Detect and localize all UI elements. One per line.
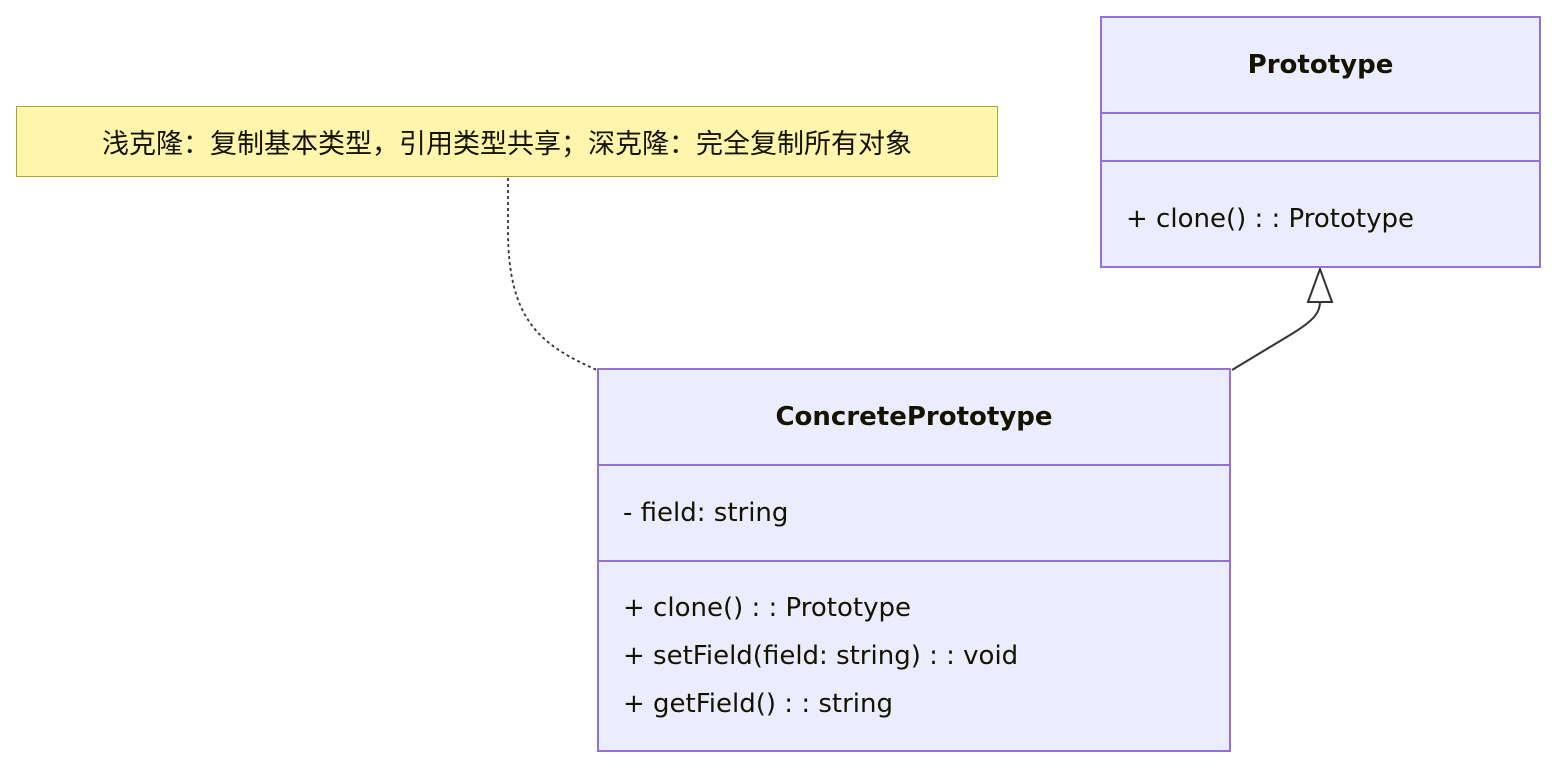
class-prototype: Prototype + clone() : : Prototype xyxy=(1100,16,1541,268)
class-title: Prototype xyxy=(1102,18,1539,114)
method-clone: + clone() : : Prototype xyxy=(623,593,911,623)
note: 浅克隆：复制基本类型，引用类型共享；深克隆：完全复制所有对象 xyxy=(16,106,998,177)
inheritance-edge xyxy=(1231,301,1321,371)
class-title: ConcretePrototype xyxy=(599,370,1229,466)
method-clone: + clone() : : Prototype xyxy=(1126,204,1414,234)
class-methods: + clone() : : Prototype + setField(field… xyxy=(599,562,1229,750)
class-concrete-prototype: ConcretePrototype - field: string + clon… xyxy=(597,368,1231,752)
method-set-field: + setField(field: string) : : void xyxy=(623,641,1019,671)
inheritance-arrowhead-icon xyxy=(1306,266,1334,303)
attribute-field: - field: string xyxy=(623,498,789,528)
class-attributes xyxy=(1102,114,1539,162)
method-get-field: + getField() : : string xyxy=(623,689,893,719)
note-link-edge xyxy=(507,178,598,371)
note-text: 浅克隆：复制基本类型，引用类型共享；深克隆：完全复制所有对象 xyxy=(102,129,912,160)
class-attributes: - field: string xyxy=(599,466,1229,562)
class-methods: + clone() : : Prototype xyxy=(1102,162,1539,266)
